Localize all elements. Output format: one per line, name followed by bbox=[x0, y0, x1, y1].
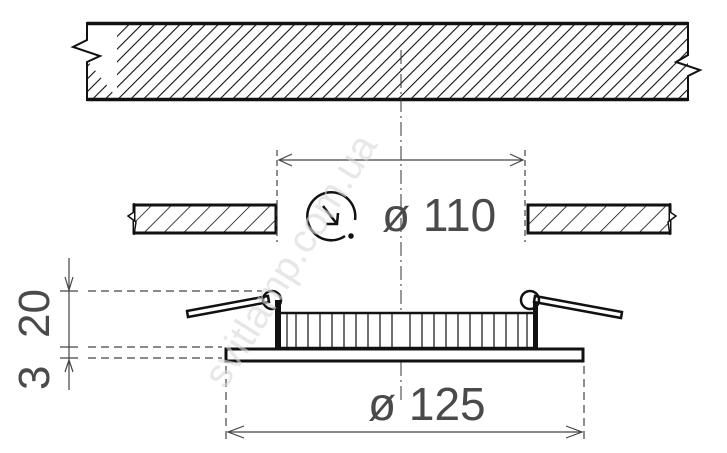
spring-clip-left bbox=[185, 289, 283, 319]
rotate-icon bbox=[306, 191, 357, 242]
lamp-flange bbox=[224, 347, 585, 363]
ceiling-panel-left bbox=[126, 203, 278, 236]
ceiling-panel-right bbox=[526, 203, 678, 236]
ceiling-slab bbox=[70, 21, 703, 102]
body-height-label: 20 bbox=[10, 289, 59, 338]
lamp-body bbox=[275, 300, 538, 350]
flange-height-label: 3 bbox=[10, 366, 59, 390]
spring-clip-right bbox=[519, 289, 624, 320]
outer-diameter-label: ø 125 bbox=[368, 378, 486, 430]
cutout-dimension bbox=[276, 150, 526, 242]
cutout-diameter-label: ø 110 bbox=[382, 189, 496, 241]
height-dimension bbox=[60, 258, 262, 390]
outer-dimension bbox=[225, 366, 585, 440]
